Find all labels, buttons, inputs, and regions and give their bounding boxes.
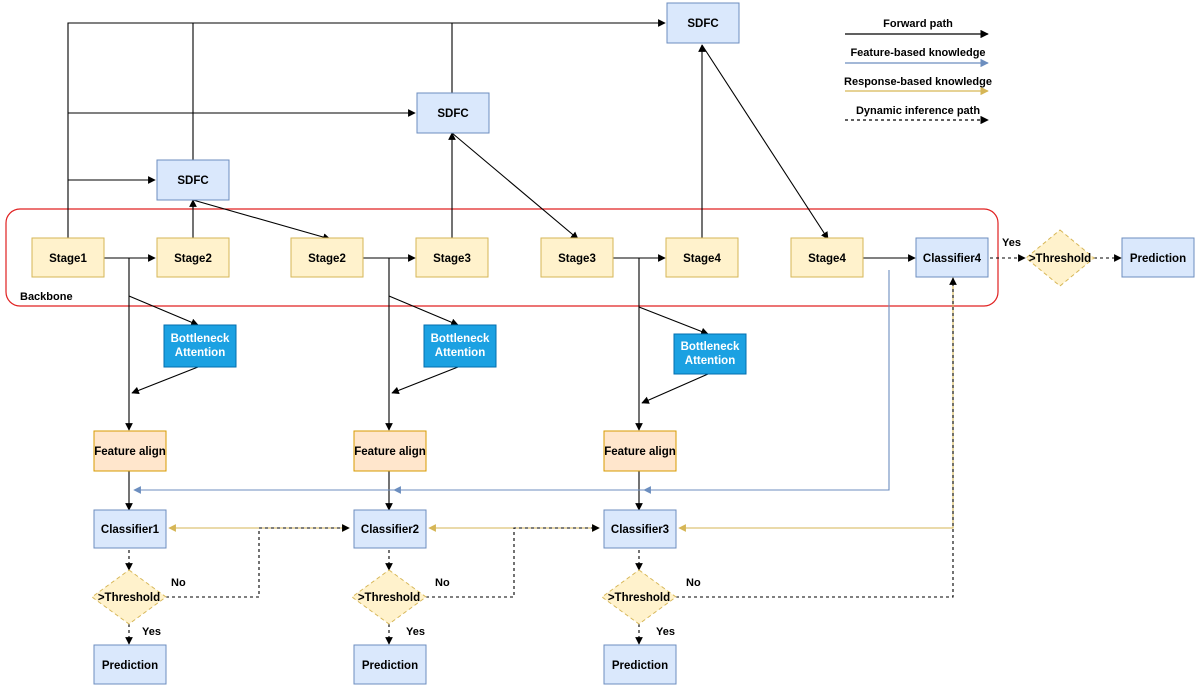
response-knowledge-paths <box>168 270 954 532</box>
classifier-box: Classifier2 <box>353 509 427 549</box>
threshold-label: >Threshold <box>98 592 160 604</box>
forward-paths <box>67 19 916 511</box>
classifier-label: Classifier3 <box>611 524 669 536</box>
stage-label: Stage3 <box>433 253 471 265</box>
stage-box: Stage3 <box>540 237 614 278</box>
legend-response-label: Response-based knowledge <box>844 76 992 88</box>
forward-arrow <box>388 295 459 326</box>
feature-align-box: Feature align <box>353 430 427 472</box>
classifier-box: Classifier3 <box>603 509 677 549</box>
threshold-label: >Threshold <box>1029 253 1091 265</box>
yes-label: Yes <box>406 626 425 638</box>
sdfc-box: SDFC <box>416 92 490 134</box>
no-label: No <box>171 577 186 589</box>
threshold-diamond: >Threshold <box>1025 229 1095 287</box>
stage-label: Stage4 <box>683 253 721 265</box>
feature-arrow <box>133 270 890 494</box>
classifier-box: Classifier1 <box>93 509 167 549</box>
prediction-label: Prediction <box>102 660 158 672</box>
stage-box: Stage2 <box>156 237 230 278</box>
stage-box: Stage4 <box>790 237 864 278</box>
prediction-label: Prediction <box>612 660 668 672</box>
feature-align-label: Feature align <box>354 446 426 458</box>
stage-label: Stage1 <box>49 253 87 265</box>
sdfc-box: SDFC <box>156 159 230 201</box>
legend: Forward path Feature-based knowledge Res… <box>844 18 992 125</box>
prediction-box: Prediction <box>93 644 167 685</box>
feature-knowledge-paths <box>133 270 890 494</box>
forward-arrow <box>391 366 459 395</box>
classifier-label: Classifier4 <box>923 253 982 265</box>
forward-arrow <box>67 19 666 238</box>
yes-label: Yes <box>142 626 161 638</box>
forward-arrow <box>701 44 829 240</box>
classifier-label: Classifier2 <box>361 524 419 536</box>
classifier-label: Classifier1 <box>101 524 160 536</box>
yes-label: Yes <box>1002 237 1021 249</box>
legend-forward-label: Forward path <box>883 18 953 30</box>
dynamic-arrow <box>426 524 600 598</box>
threshold-label: >Threshold <box>608 592 670 604</box>
threshold-diamond: >Threshold <box>351 569 427 625</box>
feature-align-label: Feature align <box>94 446 166 458</box>
forward-arrow <box>131 366 199 395</box>
forward-arrow <box>128 295 199 326</box>
sdfc-label: SDFC <box>687 18 718 30</box>
prediction-box: Prediction <box>353 644 427 685</box>
stage-label: Stage4 <box>808 253 846 265</box>
sdfc-label: SDFC <box>437 108 468 120</box>
stage-box: Stage4 <box>665 237 739 278</box>
stage-label: Stage3 <box>558 253 596 265</box>
stage-box: Stage1 <box>31 237 105 278</box>
stage-box: Stage2 <box>290 237 364 278</box>
feature-align-box: Feature align <box>603 430 677 472</box>
forward-arrow <box>451 132 579 240</box>
no-label: No <box>686 577 701 589</box>
prediction-label: Prediction <box>362 660 418 672</box>
sdfc-label: SDFC <box>177 175 208 187</box>
feature-align-label: Feature align <box>604 446 676 458</box>
stage-box: Stage3 <box>415 237 489 278</box>
backbone-label: Backbone <box>20 291 73 303</box>
dynamic-arrow <box>676 277 957 598</box>
threshold-diamond: >Threshold <box>601 569 677 625</box>
prediction-box: Prediction <box>603 644 677 685</box>
classifier-box: Classifier4 <box>915 237 989 278</box>
stage-label: Stage2 <box>174 253 212 265</box>
prediction-box: Prediction <box>1121 237 1195 278</box>
feature-align-box: Feature align <box>93 430 167 472</box>
forward-arrow <box>641 373 709 404</box>
sdfc-box: SDFC <box>666 2 740 44</box>
response-arrow <box>678 270 954 532</box>
threshold-diamond: >Threshold <box>91 569 167 625</box>
no-label: No <box>435 577 450 589</box>
threshold-label: >Threshold <box>358 592 420 604</box>
yes-label: Yes <box>656 626 675 638</box>
dynamic-paths <box>125 254 1122 645</box>
stage-label: Stage2 <box>308 253 346 265</box>
legend-dynamic-label: Dynamic inference path <box>856 105 980 117</box>
prediction-label: Prediction <box>1130 253 1186 265</box>
forward-arrow <box>192 199 331 241</box>
forward-arrow <box>638 306 709 336</box>
legend-feature-label: Feature-based knowledge <box>850 47 985 59</box>
dynamic-arrow <box>166 524 350 598</box>
